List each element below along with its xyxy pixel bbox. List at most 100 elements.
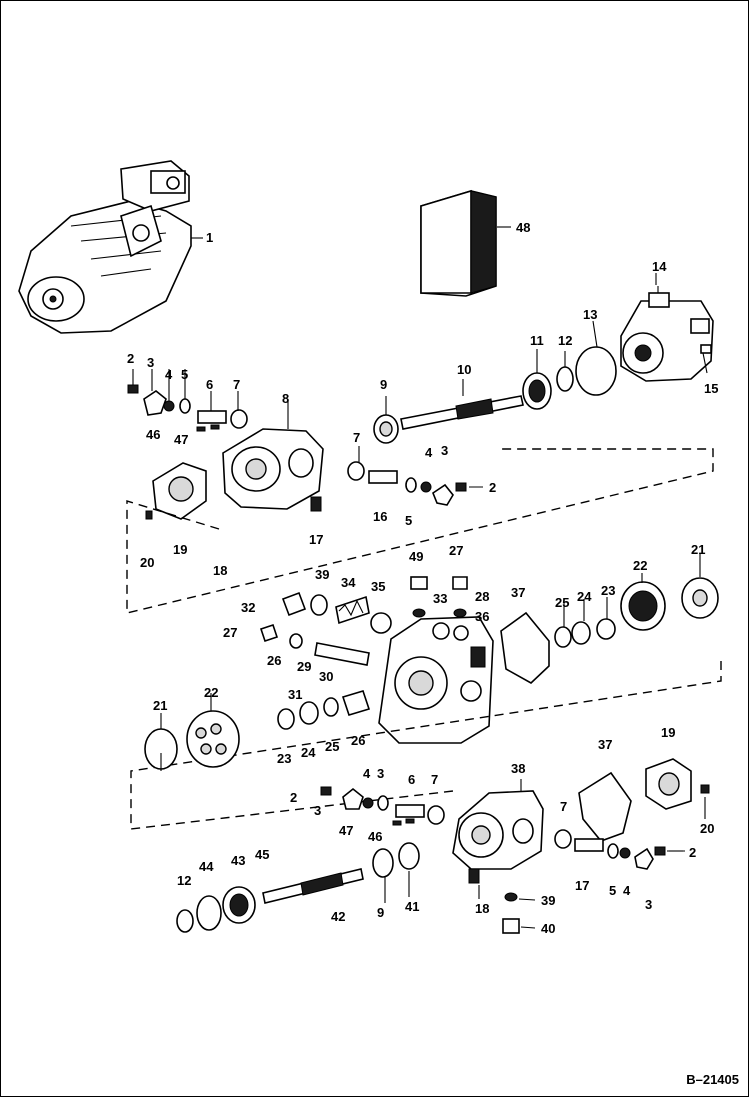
callout-14: 14 xyxy=(652,259,667,274)
plug-group xyxy=(410,576,468,618)
callout-3-c: 3 xyxy=(314,803,321,818)
callout-4-b: 4 xyxy=(425,445,433,460)
callout-31: 31 xyxy=(288,687,302,702)
middle-small-parts xyxy=(310,446,483,512)
callout-21-b: 21 xyxy=(153,698,167,713)
callout-34: 34 xyxy=(341,575,356,590)
part-36-body xyxy=(378,616,494,744)
callout-2-b: 2 xyxy=(489,480,496,495)
callout-7-d: 7 xyxy=(560,799,567,814)
part-8-housing xyxy=(222,401,324,510)
callout-24-b: 24 xyxy=(301,745,316,760)
gasket-37-upper xyxy=(500,611,550,684)
callout-29: 29 xyxy=(297,659,311,674)
callout-43: 43 xyxy=(231,853,245,868)
callout-45: 45 xyxy=(255,847,269,862)
callout-3-b: 3 xyxy=(441,443,448,458)
callout-41: 41 xyxy=(405,899,419,914)
callout-13: 13 xyxy=(583,307,597,322)
callout-27-b: 27 xyxy=(223,625,237,640)
part-19-cover-lower xyxy=(645,758,710,810)
callout-5-a: 5 xyxy=(181,367,188,382)
pump-assembly xyxy=(18,160,203,334)
callout-4-c: 4 xyxy=(363,766,371,781)
part-38-housing xyxy=(452,779,544,870)
callout-4-a: 4 xyxy=(165,367,173,382)
callout-39-a: 39 xyxy=(315,567,329,582)
upper-shaft-group xyxy=(373,320,617,444)
callout-49: 49 xyxy=(409,549,423,564)
callout-22-a: 22 xyxy=(633,558,647,573)
lower-right-chain xyxy=(554,829,683,870)
callout-30: 30 xyxy=(319,669,333,684)
callout-20-upper: 20 xyxy=(140,555,154,570)
callout-16: 16 xyxy=(373,509,387,524)
callout-23-b: 23 xyxy=(277,751,291,766)
lower-left-parts xyxy=(144,693,240,770)
callout-25-b: 25 xyxy=(325,739,339,754)
callout-24-a: 24 xyxy=(577,589,592,604)
callout-39-b: 39 xyxy=(541,893,555,908)
callout-3-d: 3 xyxy=(645,897,652,912)
valve-stack xyxy=(259,591,392,666)
callout-44: 44 xyxy=(199,859,214,874)
callout-19-lower: 19 xyxy=(661,725,675,740)
callout-21-a: 21 xyxy=(691,542,705,557)
callout-9-lower: 9 xyxy=(377,905,384,920)
callout-2-c: 2 xyxy=(290,790,297,805)
callout-3-a: 3 xyxy=(147,355,154,370)
callout-33: 33 xyxy=(433,591,447,606)
callout-5-d: 5 xyxy=(609,883,616,898)
callout-46-a: 46 xyxy=(146,427,160,442)
callout-6-b: 6 xyxy=(408,772,415,787)
callout-38: 38 xyxy=(511,761,525,776)
callout-37-lower: 37 xyxy=(598,737,612,752)
callout-20-lower: 20 xyxy=(700,821,714,836)
callout-48: 48 xyxy=(516,220,530,235)
callout-25-a: 25 xyxy=(555,595,569,610)
callout-6-a: 6 xyxy=(206,377,213,392)
callout-32: 32 xyxy=(241,600,255,615)
part-19-cover-upper xyxy=(145,462,207,520)
callout-22-b: 22 xyxy=(204,685,218,700)
callout-27-a: 27 xyxy=(449,543,463,558)
callout-7-c: 7 xyxy=(431,772,438,787)
right-bearing-group xyxy=(554,553,719,648)
part-48-block xyxy=(420,189,511,297)
lower-middle-bearings xyxy=(277,690,371,730)
callout-36: 36 xyxy=(475,609,489,624)
figure-code: B–21405 xyxy=(686,1072,739,1087)
callout-23-a: 23 xyxy=(601,583,615,598)
callout-17-upper: 17 xyxy=(309,532,323,547)
callout-47-a: 47 xyxy=(174,432,188,447)
callout-18-lower: 18 xyxy=(475,901,489,916)
lower-small-parts xyxy=(320,786,445,826)
callout-15: 15 xyxy=(704,381,718,396)
callout-9-upper: 9 xyxy=(380,377,387,392)
lower-shaft-group xyxy=(176,842,520,934)
callout-1: 1 xyxy=(206,230,213,245)
callout-26-b: 26 xyxy=(351,733,365,748)
callout-26-a: 26 xyxy=(267,653,281,668)
callout-37-upper: 37 xyxy=(511,585,525,600)
callout-12-upper: 12 xyxy=(558,333,572,348)
callout-7-a: 7 xyxy=(233,377,240,392)
callout-5-b: 5 xyxy=(405,513,412,528)
callout-17-lower: 17 xyxy=(575,878,589,893)
callout-19-upper: 19 xyxy=(173,542,187,557)
callout-46-b: 46 xyxy=(368,829,382,844)
upper-small-parts xyxy=(127,369,248,432)
callout-47-b: 47 xyxy=(339,823,353,838)
part-14-valve xyxy=(620,286,714,382)
callout-8: 8 xyxy=(282,391,289,406)
callout-7-b: 7 xyxy=(353,430,360,445)
callout-11: 11 xyxy=(530,333,544,348)
callout-42: 42 xyxy=(331,909,345,924)
callout-35: 35 xyxy=(371,579,385,594)
callout-2-a: 2 xyxy=(127,351,134,366)
callout-28: 28 xyxy=(475,589,489,604)
callout-12-lower: 12 xyxy=(177,873,191,888)
callout-3-c2: 3 xyxy=(377,766,384,781)
